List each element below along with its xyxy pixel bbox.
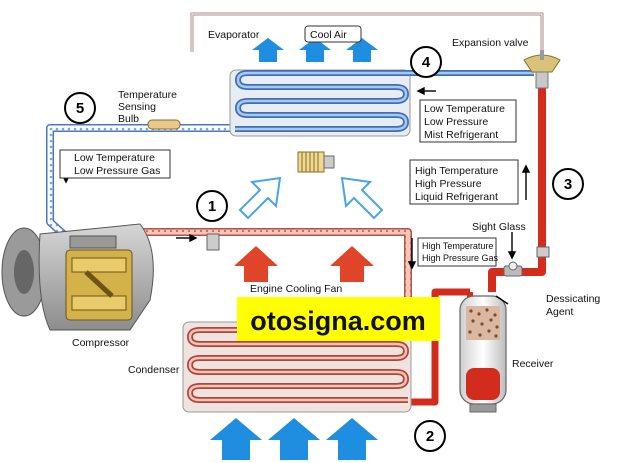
condenser-label: Condenser <box>128 364 180 376</box>
low-gas-label-2: Low Pressure Gas <box>74 165 160 177</box>
dessicating-label-2: Agent <box>546 306 574 318</box>
watermark-text: otosigna.com <box>250 306 426 336</box>
step-3-badge: 3 <box>552 168 584 200</box>
incoming-air-arrow-3 <box>326 418 378 460</box>
svg-text:2: 2 <box>426 428 434 445</box>
discharge-line-fill <box>120 229 411 328</box>
high-gas-label-1: High Temperature <box>422 241 493 251</box>
liquid-refrigerant-box <box>409 159 519 205</box>
sight-glass-label: Sight Glass <box>472 221 526 233</box>
step-1-badge: 1 <box>196 190 228 222</box>
evaporator-coil <box>229 69 534 137</box>
warm-air-arrow-right <box>330 246 374 282</box>
expansion-valve <box>523 50 561 89</box>
high-side-port <box>206 233 220 251</box>
condenser-coil <box>182 321 412 413</box>
engine-fan-label: Engine Cooling Fan <box>250 283 342 295</box>
mist-label-2: Low Pressure <box>424 116 488 128</box>
evaporator-label: Evaporator <box>208 29 260 41</box>
engine-fan-arrows <box>234 246 374 282</box>
svg-text:3: 3 <box>564 176 572 193</box>
temp-bulb-label-3: Bulb <box>118 113 139 125</box>
receiver-drier <box>459 261 523 413</box>
svg-text:4: 4 <box>422 54 431 71</box>
cool-air-arrows <box>252 38 378 62</box>
blower-air-arrow-left <box>238 176 282 220</box>
cool-air-arrow-1 <box>252 38 284 62</box>
compressor <box>1 223 154 331</box>
liquid-label-1: High Temperature <box>415 165 498 177</box>
warm-air-arrow-left <box>234 246 278 282</box>
cool-air-arrow-2 <box>299 38 331 62</box>
temperature-sensing-bulb <box>147 119 181 130</box>
sight-glass <box>536 246 550 258</box>
svg-text:5: 5 <box>76 100 84 117</box>
cool-air-box <box>304 25 362 43</box>
mist-label-1: Low Temperature <box>424 103 505 115</box>
svg-text:1: 1 <box>208 198 216 215</box>
low-pressure-gas-box <box>59 149 171 179</box>
high-pressure-gas-box <box>417 237 497 267</box>
suction-line <box>46 124 235 243</box>
compressor-label: Compressor <box>72 337 130 349</box>
liquid-label-3: Liquid Refrigerant <box>415 191 498 203</box>
high-gas-label-2: High Pressure Gas <box>422 253 499 263</box>
cool-air-label: Cool Air <box>310 29 347 41</box>
incoming-air-arrow-2 <box>268 418 320 460</box>
step-2-badge: 2 <box>414 420 446 452</box>
step-5-badge: 5 <box>64 92 96 124</box>
blower-fan-icon <box>297 151 335 173</box>
blower-air-arrow-right <box>340 176 384 220</box>
receiver-label: Receiver <box>512 358 554 370</box>
cool-air-arrow-3 <box>346 38 378 62</box>
liquid-line-lower <box>408 288 470 406</box>
expansion-valve-label: Expansion valve <box>452 37 529 49</box>
mist-label-3: Mist Refrigerant <box>424 129 498 141</box>
low-gas-label-1: Low Temperature <box>74 152 155 164</box>
step-4-badge: 4 <box>410 46 442 78</box>
top-return-line-inner <box>191 13 543 55</box>
incoming-air-arrow-1 <box>210 418 262 460</box>
incoming-air-arrows <box>210 418 378 460</box>
temp-bulb-label-1: Temperature <box>118 89 177 101</box>
temp-bulb-label-2: Sensing <box>118 101 156 113</box>
watermark-banner: otosigna.com <box>237 297 440 341</box>
outline-air-arrows <box>238 176 384 220</box>
suction-line-fill <box>47 125 235 242</box>
mist-refrigerant-box <box>419 99 517 143</box>
dessicating-label-1: Dessicating <box>546 293 600 305</box>
liquid-label-2: High Pressure <box>415 178 482 190</box>
